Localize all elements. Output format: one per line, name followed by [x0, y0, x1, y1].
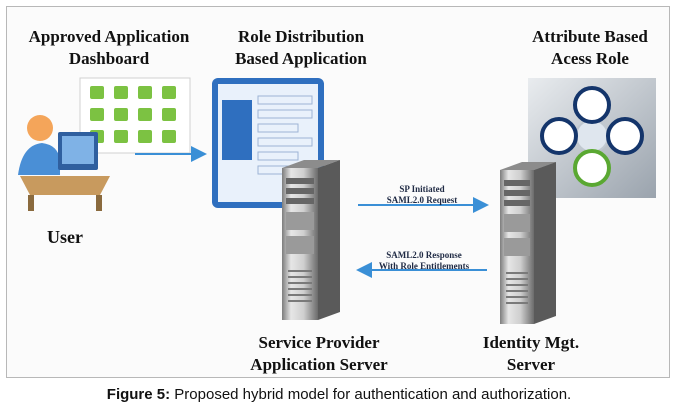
service-provider-label-line2: Application Server	[250, 355, 388, 374]
dashboard-label-line2: Dashboard	[68, 49, 150, 68]
attribute-label-line1: Attribute Based	[532, 27, 648, 46]
identity-server-label-line1: Identity Mgt.	[482, 333, 580, 352]
role-app-label-line2: Based Application	[235, 49, 367, 68]
role-app-label-line1: Role Distribution	[237, 27, 365, 46]
caption-text: Proposed hybrid model for authentication…	[170, 386, 572, 403]
user-icon	[18, 115, 110, 211]
attribute-label: Attribute Based Acess Role	[508, 26, 672, 70]
saml-response-label: SAML2.0 Response With Role Entitlements	[362, 250, 486, 272]
identity-server-label-line2: Server	[506, 355, 556, 374]
role-app-label: Role Distribution Based Application	[206, 26, 396, 70]
saml-request-line1: SP Initiated	[399, 184, 445, 194]
dashboard-panel	[79, 77, 191, 154]
dashboard-label-line1: Approved Application	[28, 27, 190, 46]
attribute-label-line2: Acess Role	[551, 49, 629, 68]
dashboard-label: Approved Application Dashboard	[14, 26, 204, 70]
figure-caption: Figure 5: Proposed hybrid model for auth…	[0, 386, 678, 403]
saml-request-label: SP Initiated SAML2.0 Request	[362, 184, 482, 206]
identity-server-label: Identity Mgt. Server	[456, 332, 606, 376]
saml-response-line2: With Role Entitlements	[378, 261, 470, 271]
saml-response-line1: SAML2.0 Response	[386, 250, 462, 260]
saml-request-line2: SAML2.0 Request	[386, 195, 458, 205]
service-provider-server	[282, 160, 340, 320]
user-label: User	[47, 227, 83, 247]
caption-label: Figure 5:	[106, 386, 171, 403]
identity-server	[500, 162, 556, 324]
service-provider-label-line1: Service Provider	[258, 333, 380, 352]
service-provider-label: Service Provider Application Server	[224, 332, 414, 376]
